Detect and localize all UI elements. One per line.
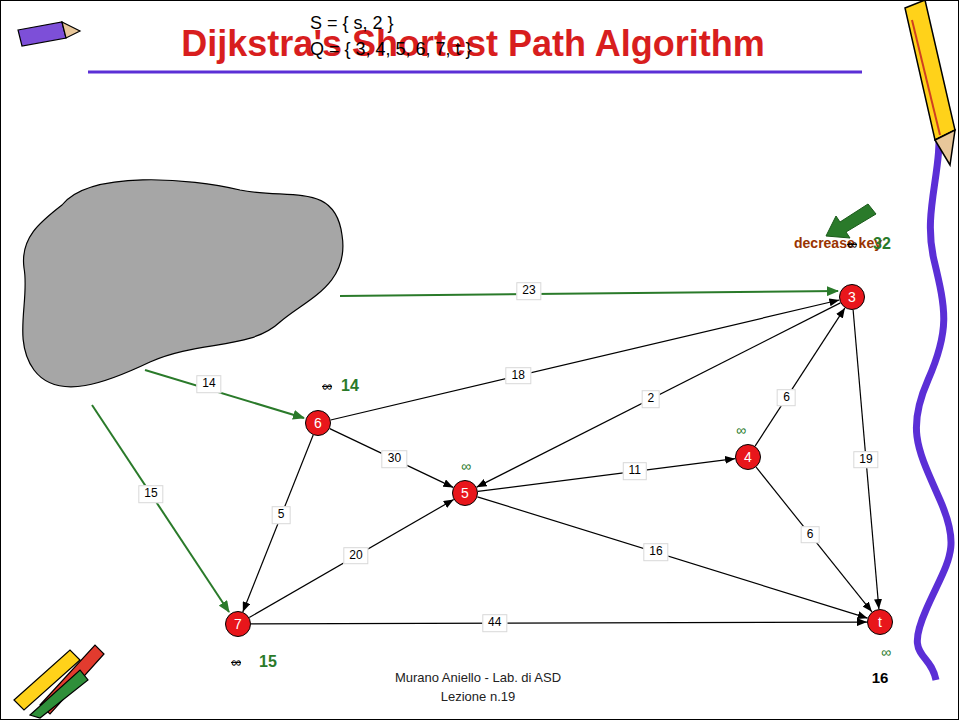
node-circle: 5 bbox=[452, 480, 478, 506]
edge-weight: 18 bbox=[506, 367, 531, 385]
slide-title: Dijkstra's Shortest Path Algorithm bbox=[181, 23, 764, 64]
edge-weight: 5 bbox=[272, 507, 291, 525]
edge-arrow bbox=[853, 310, 879, 609]
node-text: 5 bbox=[461, 486, 469, 500]
node-text: 4 bbox=[744, 450, 752, 464]
edge-weight: 44 bbox=[482, 614, 507, 632]
distance-old: ∞ bbox=[231, 654, 241, 670]
green-edge bbox=[145, 370, 304, 418]
distance-old: ∞ bbox=[847, 236, 857, 252]
edge-arrow bbox=[477, 303, 841, 487]
edge-weight: 16 bbox=[643, 544, 668, 562]
distance-value: ∞ bbox=[461, 458, 471, 474]
distance-new: 15 bbox=[259, 653, 277, 671]
edge-weight: 11 bbox=[623, 463, 647, 481]
node-text: 3 bbox=[848, 290, 856, 304]
page-number: 16 bbox=[872, 669, 889, 686]
node-text: 6 bbox=[314, 416, 322, 430]
edge-arrow bbox=[478, 459, 735, 492]
edge-arrow bbox=[251, 622, 867, 624]
edge-weight: 23 bbox=[516, 282, 541, 300]
edge-weight: 20 bbox=[343, 547, 368, 565]
node-circle: 7 bbox=[225, 611, 251, 637]
explored-region-blob bbox=[23, 180, 343, 387]
edge-weight: 6 bbox=[777, 389, 796, 407]
edge-arrow bbox=[243, 435, 313, 612]
edge-weight: 6 bbox=[801, 526, 820, 544]
callout-text: decrease key bbox=[794, 235, 882, 251]
distance-value: ∞ bbox=[736, 422, 746, 438]
pencils-bottom-left bbox=[14, 645, 104, 718]
set-text: Q = { 3, 4, 5, 6, 7, t } bbox=[310, 39, 472, 60]
edge-weight: 15 bbox=[138, 485, 163, 503]
node-circle: 6 bbox=[305, 410, 331, 436]
footer-text: Lezione n.19 bbox=[441, 690, 515, 705]
green-edge bbox=[340, 291, 838, 296]
node-circle: 3 bbox=[839, 284, 865, 310]
node-circle: 4 bbox=[735, 444, 761, 470]
set-text: S = { s, 2 } bbox=[310, 13, 394, 34]
edge-weight: 19 bbox=[853, 451, 878, 469]
edge-arrow bbox=[477, 497, 867, 618]
decrease-key-arrow bbox=[826, 204, 876, 238]
pencil-top-right bbox=[905, 0, 955, 165]
edge-weight: 2 bbox=[641, 390, 660, 408]
node-text: t bbox=[878, 615, 882, 629]
title-underline bbox=[88, 71, 862, 74]
distance-new: 14 bbox=[341, 377, 359, 395]
edge-arrow bbox=[755, 308, 845, 446]
edge-weight: 30 bbox=[382, 451, 407, 469]
node-circle: t bbox=[867, 609, 893, 635]
edge-arrow bbox=[330, 429, 454, 488]
distance-value: ∞ bbox=[881, 644, 891, 660]
edge-arrow bbox=[249, 499, 453, 617]
distance-new: 32 bbox=[873, 235, 891, 253]
node-text: 7 bbox=[234, 617, 242, 631]
edge-arrow bbox=[331, 300, 840, 420]
edge-arrow bbox=[756, 467, 872, 612]
footer-text: Murano Aniello - Lab. di ASD bbox=[395, 671, 561, 686]
green-edge bbox=[92, 405, 229, 612]
edge-weight: 14 bbox=[196, 375, 221, 393]
purple-wave bbox=[916, 120, 951, 680]
distance-old: ∞ bbox=[322, 378, 332, 394]
pencil-top-left bbox=[18, 22, 80, 46]
